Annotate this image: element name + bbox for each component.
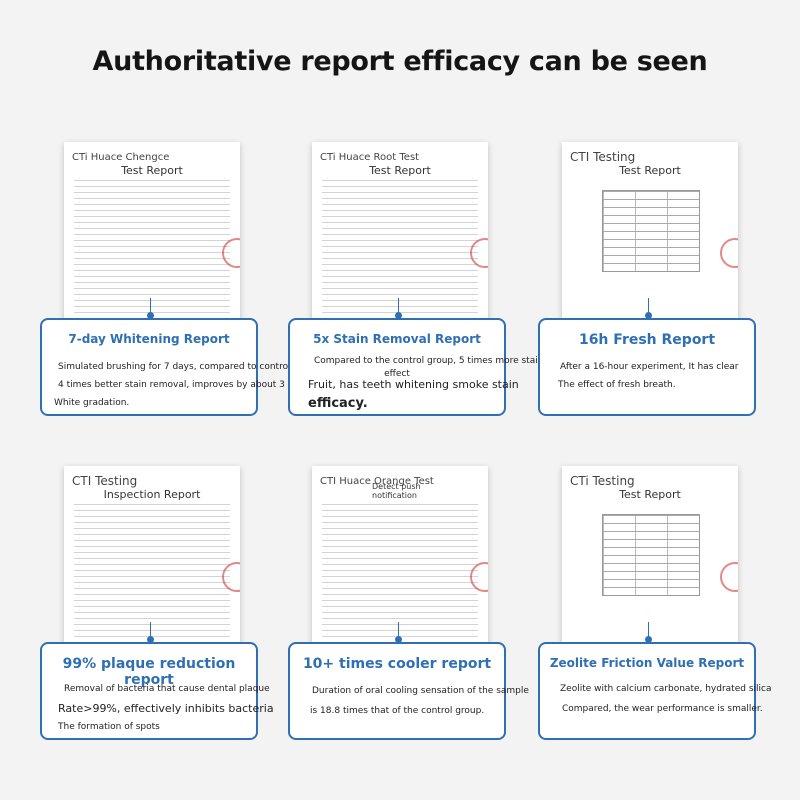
card-line-2: effect [384,369,410,379]
connector-dot [645,298,652,319]
seal-icon [222,562,240,592]
card-line-3: White gradation. [54,398,130,408]
seal-icon [720,238,738,268]
report-document-6: CTi Testing Test Report [562,466,738,644]
doc-title: Test Report [121,164,183,177]
card-title: 7-day Whitening Report [68,332,230,346]
doc-text-lines [322,504,478,638]
doc-title: Test Report [619,164,681,177]
connector-dot [395,298,402,319]
doc-title: Test Report [619,488,681,501]
doc-text-lines [74,504,230,638]
doc-title: Test Report [369,164,431,177]
page-title: Authoritative report efficacy can be see… [92,46,708,77]
report-document-3: CTI Testing Test Report [562,142,738,320]
card-line-1: Compared to the control group, 5 times m… [314,356,583,366]
report-card-5: 10+ times cooler report Duration of oral… [288,622,529,740]
doc-title: Detect push notification [372,482,421,500]
report-document-5: CTI Huace Orange Test Detect push notifi… [312,466,488,644]
doc-lab-name: CTi Huace Chengce [72,152,170,163]
connector-dot [147,298,154,319]
doc-title: Inspection Report [103,488,201,501]
card-title: 5x Stain Removal Report [313,332,481,346]
report-card-1: 7-day Whitening Report Simulated brushin… [40,298,319,416]
card-title: 10+ times cooler report [302,656,492,672]
seal-icon [720,562,738,592]
card-line-2: The effect of fresh breath. [558,380,676,390]
card-title: Zeolite Friction Value Report [549,656,745,670]
card-line-1: Zeolite with calcium carbonate, hydrated… [560,684,772,694]
doc-text-lines [322,180,478,314]
doc-lab-name: CTI Testing [72,474,138,488]
doc-lab-name: CTI Testing [570,150,636,164]
card-line-1: Simulated brushing for 7 days, compared … [58,362,291,372]
card-line-2: Rate>99%, effectively inhibits bacteria [58,702,274,715]
doc-lab-name: CTI Huace Orange Test [320,476,434,487]
doc-lab-name: CTi Huace Root Test [320,152,420,163]
card-title: 16h Fresh Report [578,332,716,348]
card-line-3: The formation of spots [58,722,160,732]
doc-table [602,190,700,272]
card-line-3: Fruit, has teeth whitening smoke stain [308,378,519,391]
report-card-4: 99% plaque reduction report Removal of b… [40,622,274,740]
connector-dot [147,622,154,643]
connector-dot [645,622,652,643]
connector-dot [395,622,402,643]
report-card-6: Zeolite Friction Value Report Zeolite wi… [538,622,771,740]
doc-text-lines [74,180,230,314]
report-document-4: CTI Testing Inspection Report [64,466,240,644]
report-document-1: CTi Huace Chengce Test Report [64,142,240,320]
card-line-2: 4 times better stain removal, improves b… [58,380,320,390]
card-title: 99% plaque reduction report [62,656,236,688]
card-line-1: Duration of oral cooling sensation of th… [312,686,529,696]
card-line-1: After a 16-hour experiment, It has clear [560,362,739,372]
doc-table [602,514,700,596]
card-line-4: efficacy. [308,396,368,411]
doc-lab-name: CTi Testing [570,474,635,488]
seal-icon [222,238,240,268]
report-card-3: 16h Fresh Report After a 16-hour experim… [538,298,756,416]
seal-icon [470,562,488,592]
seal-icon [470,238,488,268]
card-line-2: is 18.8 times that of the control group. [310,706,485,716]
card-line-2: Compared, the wear performance is smalle… [562,704,763,714]
report-document-2: CTi Huace Root Test Test Report [312,142,488,320]
card-line-1: Removal of bacteria that cause dental pl… [64,684,270,694]
report-card-2: 5x Stain Removal Report Compared to the … [288,298,583,416]
